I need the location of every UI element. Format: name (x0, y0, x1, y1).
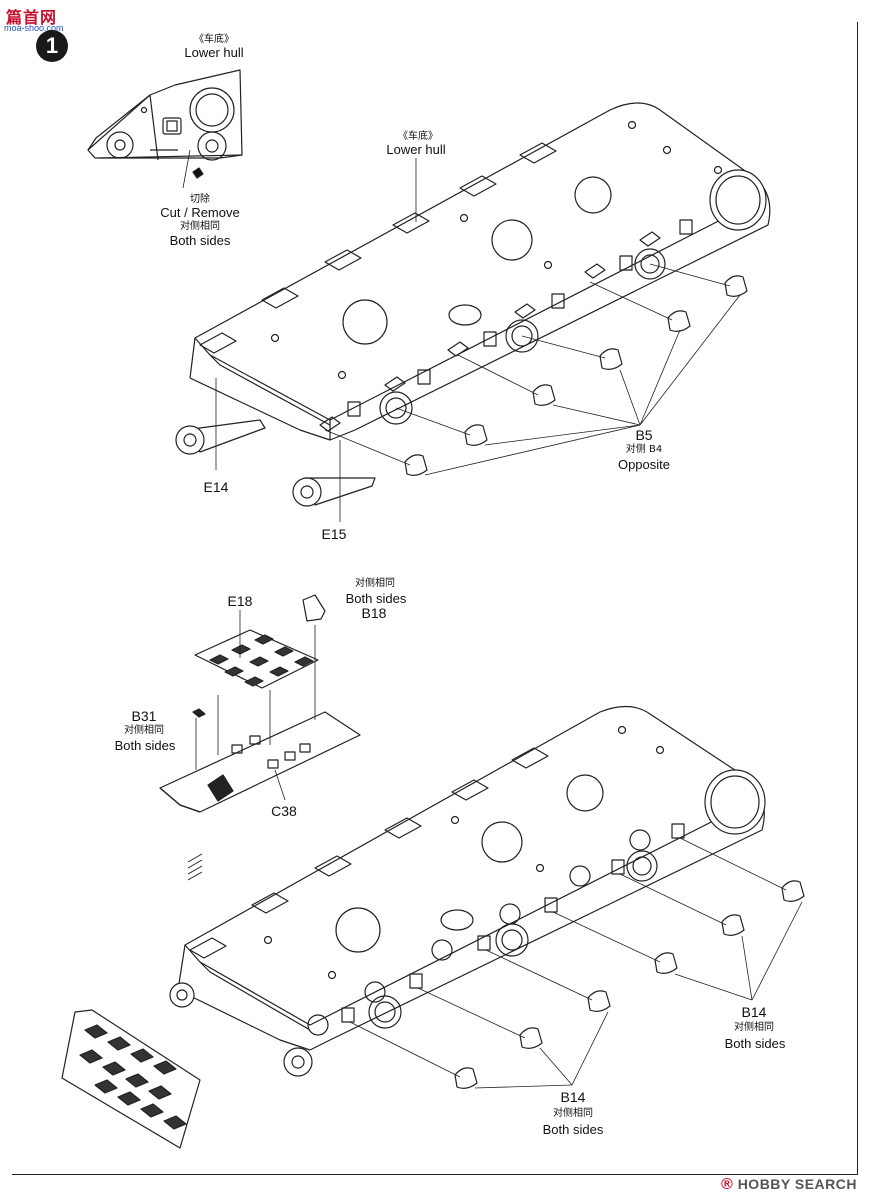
footer-watermark-text: HOBBY SEARCH (737, 1176, 857, 1192)
upper-hull-body (189, 102, 771, 441)
inset-sides-cn: 对侧相同 (180, 221, 220, 232)
step-number-badge: 1 (36, 30, 68, 62)
b5-note-cn: 对侧 B4 (625, 444, 663, 455)
footer-watermark: ® HOBBY SEARCH (721, 1176, 857, 1194)
site-watermark-logo: 篇首网 (6, 8, 58, 27)
part-label-b14-bottom: B14 (560, 1089, 586, 1105)
footer-watermark-mark: ® (721, 1176, 734, 1193)
b31-note-en: Both sides (114, 738, 176, 753)
upper-hull-title-en: Lower hull (386, 142, 446, 157)
part-label-b18: B18 (361, 605, 387, 621)
inset-note-en: Cut / Remove (160, 205, 240, 220)
b14-bottom-note-en: Both sides (542, 1122, 604, 1137)
b14-bottom-note-cn: 对侧相同 (553, 1108, 593, 1119)
upper-e14-e15-parts (175, 378, 376, 522)
site-watermark-url: moa-shoo.com (4, 23, 64, 33)
part-label-e14: E14 (203, 479, 229, 495)
part-label-e15: E15 (321, 526, 347, 542)
b14-right-note-en: Both sides (724, 1036, 786, 1051)
inset-sides-en: Both sides (169, 233, 231, 248)
b5-note-en: Opposite (617, 457, 671, 472)
lower-hull-body (177, 705, 766, 1051)
part-label-b31: B31 (131, 708, 157, 724)
part-label-b14-right: B14 (741, 1004, 767, 1020)
inset-note-cn: 切除 (190, 194, 210, 205)
inset-title-en: Lower hull (184, 45, 244, 60)
upper-b5-parts (324, 263, 748, 476)
part-label-b5: B5 (635, 427, 653, 443)
inset-title-cn: 《车底》 (194, 34, 234, 45)
b14-right-note-cn: 对侧相同 (734, 1022, 774, 1033)
lower-b14-parts (349, 837, 805, 1089)
rear-plate-subassembly (159, 594, 361, 881)
b31-note-cn: 对侧相同 (124, 725, 164, 736)
page-frame (12, 22, 858, 1175)
lower-idlers-and-track (61, 982, 313, 1149)
part-label-e18: E18 (227, 593, 253, 609)
b18-note-en: Both sides (345, 591, 407, 606)
b18-note-cn: 对侧相同 (355, 578, 395, 589)
part-label-c38: C38 (271, 803, 297, 819)
upper-hull-title-cn: 《车底》 (398, 131, 438, 142)
inset-hull-detail (87, 69, 243, 189)
